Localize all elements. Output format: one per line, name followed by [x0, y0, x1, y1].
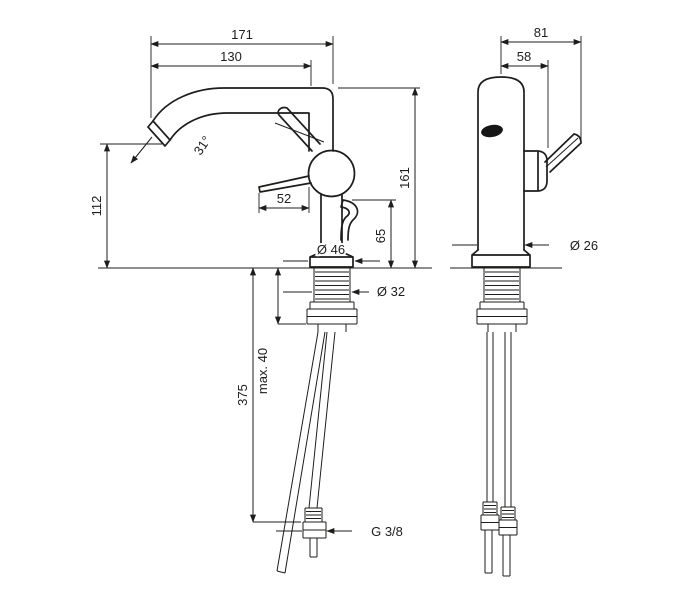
threaded-shank — [313, 268, 351, 302]
dim-label-max-thickness: max. 40 — [255, 348, 270, 394]
handle-hub — [523, 150, 548, 192]
supply-hose-b — [276, 331, 326, 574]
threaded-shank-front — [483, 268, 521, 302]
mounting-nut-front — [476, 301, 528, 332]
handle-joint-circle — [307, 149, 356, 198]
dim-label-lever-height: 65 — [373, 229, 388, 243]
handle-grip — [277, 106, 321, 152]
side-view-dimensions: 171 130 112 161 31° 52 65 Ø 46 Ø 32 375 — [87, 25, 420, 541]
spray-angle-arrow — [130, 136, 153, 164]
dim-label-spray-angle: 31° — [191, 133, 214, 158]
hose-connector-right — [498, 506, 518, 577]
dim-label-shank-diameter: Ø 32 — [377, 284, 405, 299]
mounting-nut — [306, 301, 358, 332]
body-outline — [477, 76, 525, 251]
hose-a-connector-nut — [302, 521, 327, 558]
handle-lever-cross-line — [545, 137, 579, 168]
dim-label-body-diameter: Ø 26 — [570, 238, 598, 253]
front-view-drawing — [450, 76, 582, 577]
hose-connector-left — [480, 501, 500, 574]
front-view-dimensions: 81 58 Ø 26 — [452, 23, 600, 255]
dim-171-extension — [150, 36, 334, 118]
dim-81-extension — [500, 36, 582, 140]
dim-label-total-height: 161 — [397, 167, 412, 189]
spout-outer-outline — [152, 87, 334, 152]
handle-grip-cross-line — [274, 122, 325, 143]
hose-a-crimp — [304, 507, 323, 523]
dim-label-handle-depth: 58 — [517, 49, 531, 64]
handle-lever-front — [544, 133, 582, 173]
supply-hose-a — [308, 331, 336, 509]
base-front — [471, 249, 531, 268]
spout-tip-aerator — [147, 120, 171, 147]
brand-logo-badge — [481, 124, 503, 138]
dim-label-base-diameter: Ø 46 — [317, 242, 345, 257]
dim-label-reach-aerator: 130 — [220, 49, 242, 64]
side-hook-lever — [340, 199, 359, 241]
handle-lever — [258, 175, 312, 193]
spout-inner-outline — [169, 112, 310, 152]
dim-label-hose-length: 375 — [235, 384, 250, 406]
dim-label-outlet-height: 112 — [89, 196, 104, 217]
dim-label-total-depth: 81 — [534, 25, 548, 40]
dim-label-handle-length: 52 — [277, 191, 291, 206]
side-view-drawing — [98, 87, 432, 574]
dim-label-reach-total: 171 — [231, 27, 253, 42]
dim-label-connection-thread: G 3/8 — [371, 524, 403, 539]
supply-hoses-front — [486, 332, 512, 507]
